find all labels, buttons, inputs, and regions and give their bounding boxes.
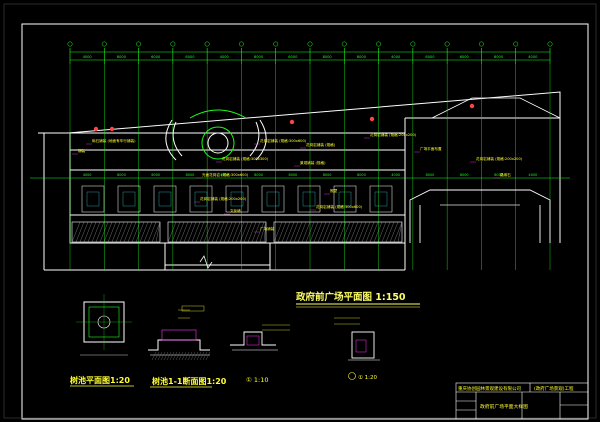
dimension-label: 6000 (460, 55, 470, 59)
annotation-label: 照壁 (330, 188, 338, 193)
detail-c-title: ① 1:10 (246, 376, 269, 384)
sheet-border (21, 23, 589, 420)
detail-a-title: 树池平面图1:20 (70, 375, 130, 385)
dimension-label: 4000 (529, 173, 538, 177)
dimension-label: 8000 (323, 55, 333, 59)
dimension-label: 8000 (186, 173, 195, 177)
column-grid (69, 64, 551, 270)
annotation-label: 花岗岩铺装 (规格) (306, 142, 336, 147)
dimension-label: 8000 (254, 173, 263, 177)
annotation-label: 铺装 (78, 148, 86, 153)
dimension-label: 4000 (83, 55, 93, 59)
middle-dimension-labels: 4000 8000 6000 8000 4000 8000 6000 8000 8000 4000… (83, 173, 537, 177)
detail-tree-pit-plan: 树池平面图1:20 (70, 294, 134, 387)
annotation-label: 光面花岗岩 (规格:300x600) (202, 172, 249, 177)
dimension-label: 6000 (288, 55, 298, 59)
dimension-label: 4000 (528, 55, 538, 59)
annotation-label: 花岗岩铺装 (规格:200x200) (370, 132, 417, 137)
dimension-label: 8000 (117, 173, 126, 177)
annotation-label: 花岗岩铺装 (规格:300x600) (260, 138, 307, 143)
title-block-company: 重庆协创园林景观建设有限公司 (458, 385, 521, 392)
title-block-sheet-name: 政府前广场平面大样图 (480, 403, 528, 410)
outer-frame (3, 3, 597, 419)
detail-tree-pit-section: 树池1-1断面图1:20 (148, 305, 227, 388)
top-dimension-labels: 4000 8000 6000 8000 4000 8000 6000 8000 8000 4000… (83, 55, 539, 59)
detail-c: ① 1:10 (230, 324, 290, 384)
annotation-label: 广场铺装 (260, 226, 275, 231)
plaza-plan: 4000 8000 6000 8000 4000 8000 6000 8000 8000 4000… (30, 41, 570, 308)
dimension-label: 4000 (220, 55, 230, 59)
break-symbol (199, 255, 213, 269)
dimension-label: 4000 (83, 173, 92, 177)
annotation-label: 广场平面布置 (420, 146, 442, 151)
sloped-boundary (38, 91, 561, 134)
dimension-label: 6000 (151, 55, 161, 59)
plan-title: 政府前广场平面图 1:150 (296, 291, 406, 303)
dimension-label: 8000 (117, 55, 127, 59)
annotation-label: 砾石铺装 (地面有车行铺装) (92, 138, 136, 143)
dimension-label: 4000 (391, 173, 400, 177)
dimension-label: 8000 (357, 55, 367, 59)
central-feature (165, 109, 267, 161)
annotation-label: 花岗岩铺装 (规格:200x200) (476, 156, 523, 161)
annotation-label: 景观铺装 (规格) (300, 160, 326, 165)
annotation-label: 文化墙 (230, 208, 241, 213)
detail-d: ① 1:20 (334, 317, 380, 381)
annotation-label: 路缘石 (500, 172, 511, 177)
dimension-label: 8000 (494, 173, 503, 177)
annotation-label: 花岗岩铺装 (规格:200x200) (200, 196, 247, 201)
dimension-label: 8000 (357, 173, 366, 177)
annotation-label: 花岗岩铺装 (规格:300x300) (222, 156, 269, 161)
right-structure (409, 189, 551, 243)
dimension-label: 6000 (460, 173, 469, 177)
top-dimension-chain (67, 41, 553, 64)
dimension-label: 8000 (254, 55, 264, 59)
title-block (455, 382, 589, 420)
dimension-label: 8000 (494, 55, 504, 59)
annotation-label: 花岗岩铺装 (规格:300x600) (316, 204, 363, 209)
curved-edge (431, 97, 561, 119)
dimension-label: 8000 (425, 55, 435, 59)
dimension-label: 4000 (391, 55, 401, 59)
red-markers (93, 103, 475, 132)
title-block-project: (政府广场景观)工程 (534, 385, 574, 392)
hatched-planters (71, 185, 403, 243)
dimension-label: 6000 (151, 173, 160, 177)
dimension-label: 8000 (426, 173, 435, 177)
dimension-label: 8000 (185, 55, 195, 59)
dimension-label: 4000 (220, 173, 229, 177)
dimension-label: 8000 (323, 173, 332, 177)
detail-b-title: 树池1-1断面图1:20 (152, 376, 227, 386)
dimension-label: 6000 (289, 173, 298, 177)
detail-d-title: ① 1:20 (358, 375, 378, 381)
